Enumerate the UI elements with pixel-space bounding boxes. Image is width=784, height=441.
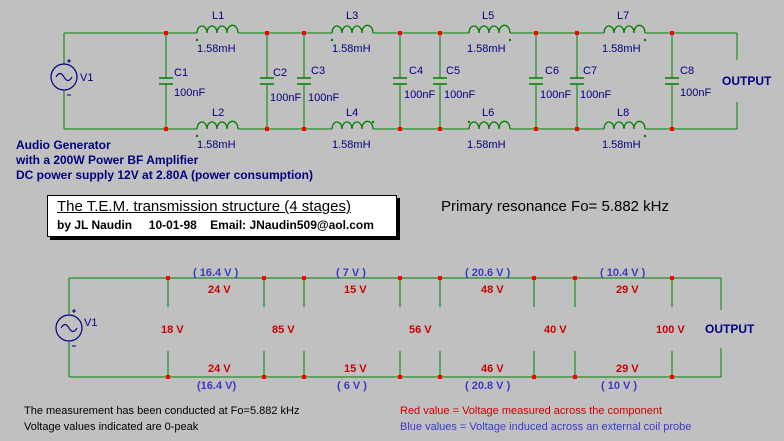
capacitor-value: 100nF bbox=[174, 87, 205, 99]
red-legend: Red value = Voltage measured across the … bbox=[400, 405, 663, 417]
generator-note-line: with a 200W Power BF Amplifier bbox=[16, 153, 199, 167]
coil-polarity-marks bbox=[195, 38, 647, 138]
red-component-value: 15 V bbox=[344, 363, 367, 375]
inductor-value: 1.58mH bbox=[197, 139, 236, 151]
top-source-label: V1 bbox=[80, 72, 93, 84]
capacitor-label: C8 bbox=[680, 65, 694, 77]
inductor-label: L8 bbox=[617, 107, 629, 119]
red-component-value: 56 V bbox=[409, 324, 432, 336]
capacitor-label: C1 bbox=[174, 67, 188, 79]
blue-probe-value: ( 10.4 V ) bbox=[600, 267, 646, 279]
measurement-notes: The measurement has been conducted at Fo… bbox=[24, 403, 299, 435]
capacitor-label: C5 bbox=[446, 65, 460, 77]
top-junction-dots bbox=[164, 31, 674, 131]
capacitor-value: 100nF bbox=[580, 89, 611, 101]
inductor-value: 1.58mH bbox=[467, 43, 506, 55]
inductor-value: 1.58mH bbox=[602, 139, 641, 151]
inductor-l7-coil bbox=[603, 24, 646, 34]
page-title: The T.E.M. transmission structure (4 sta… bbox=[57, 198, 351, 215]
top-wires bbox=[63, 32, 738, 130]
inductor-label: L6 bbox=[482, 107, 494, 119]
capacitor-value: 100nF bbox=[270, 92, 301, 104]
red-component-value: 18 V bbox=[161, 324, 184, 336]
inductor-label: L7 bbox=[617, 10, 629, 22]
red-component-value: 85 V bbox=[272, 324, 295, 336]
blue-probe-value: (16.4 V) bbox=[197, 380, 236, 392]
top-ac-source-icon bbox=[50, 59, 78, 96]
capacitor-value: 100nF bbox=[680, 87, 711, 99]
capacitor-label: C2 bbox=[273, 67, 287, 79]
inductor-l8-coil bbox=[603, 120, 646, 130]
inductor-value: 1.58mH bbox=[332, 43, 371, 55]
blue-probe-value: ( 16.4 V ) bbox=[193, 267, 239, 279]
bottom-output-label: OUTPUT bbox=[705, 322, 755, 336]
top-output-label: OUTPUT bbox=[722, 74, 772, 88]
blue-probe-value: ( 10 V ) bbox=[601, 380, 637, 392]
red-component-value: 29 V bbox=[616, 363, 639, 375]
capacitor-value: 100nF bbox=[540, 89, 571, 101]
inductor-label: L1 bbox=[212, 10, 224, 22]
top-capacitor-plates bbox=[159, 77, 679, 85]
blue-probe-value: ( 20.8 V ) bbox=[465, 380, 511, 392]
peak-note: Voltage values indicated are 0-peak bbox=[24, 421, 199, 433]
bottom-wires bbox=[68, 277, 722, 378]
inductor-label: L5 bbox=[482, 10, 494, 22]
blue-probe-value: ( 7 V ) bbox=[336, 267, 366, 279]
inductor-l4-coil bbox=[331, 120, 374, 130]
blue-probe-value: ( 6 V ) bbox=[337, 380, 367, 392]
measurement-note: The measurement has been conducted at Fo… bbox=[24, 405, 300, 417]
capacitor-label: C4 bbox=[409, 65, 423, 77]
resonance-text: Primary resonance Fo= 5.882 kHz bbox=[441, 198, 670, 215]
red-component-value: 29 V bbox=[616, 284, 639, 296]
inductor-value: 1.58mH bbox=[602, 43, 641, 55]
inductor-l3-coil bbox=[331, 24, 374, 34]
top-inductor-coils bbox=[196, 24, 646, 130]
generator-note-line: DC power supply 12V at 2.80A (power cons… bbox=[16, 168, 313, 182]
inductor-value: 1.58mH bbox=[467, 139, 506, 151]
color-legend: Red value = Voltage measured across the … bbox=[400, 403, 691, 435]
capacitor-value: 100nF bbox=[404, 89, 435, 101]
capacitor-value: 100nF bbox=[308, 92, 339, 104]
inductor-l6-coil bbox=[468, 120, 511, 130]
red-component-value: 100 V bbox=[656, 324, 685, 336]
inductor-label: L3 bbox=[346, 10, 358, 22]
red-component-value: 15 V bbox=[344, 284, 367, 296]
bottom-ac-source-icon bbox=[55, 309, 83, 347]
red-component-value: 48 V bbox=[481, 284, 504, 296]
capacitor-value: 100nF bbox=[444, 89, 475, 101]
capacitor-label: C3 bbox=[311, 65, 325, 77]
bottom-source-label: V1 bbox=[84, 317, 97, 329]
inductor-value: 1.58mH bbox=[332, 139, 371, 151]
generator-notes: Audio Generator with a 200W Power BF Amp… bbox=[16, 138, 313, 183]
blue-probe-value: ( 20.6 V ) bbox=[465, 267, 511, 279]
red-component-value: 46 V bbox=[481, 363, 504, 375]
capacitor-label: C6 bbox=[545, 65, 559, 77]
capacitor-label: C7 bbox=[583, 65, 597, 77]
inductor-l2-coil bbox=[196, 120, 239, 130]
inductor-l5-coil bbox=[468, 24, 511, 34]
inductor-label: L4 bbox=[346, 107, 358, 119]
inductor-l1-coil bbox=[196, 24, 239, 34]
blue-legend: Blue values = Voltage induced across an … bbox=[400, 421, 692, 433]
inductor-label: L2 bbox=[212, 107, 224, 119]
generator-note-line: Audio Generator bbox=[16, 138, 111, 152]
red-component-value: 24 V bbox=[208, 363, 231, 375]
bottom-junction-dots bbox=[166, 276, 674, 379]
red-component-value: 40 V bbox=[544, 324, 567, 336]
inductor-value: 1.58mH bbox=[197, 43, 236, 55]
page-subtitle: by JL Naudin 10-01-98 Email: JNaudin509@… bbox=[57, 218, 374, 232]
red-component-value: 24 V bbox=[208, 284, 231, 296]
title-box: The T.E.M. transmission structure (4 sta… bbox=[47, 195, 397, 237]
